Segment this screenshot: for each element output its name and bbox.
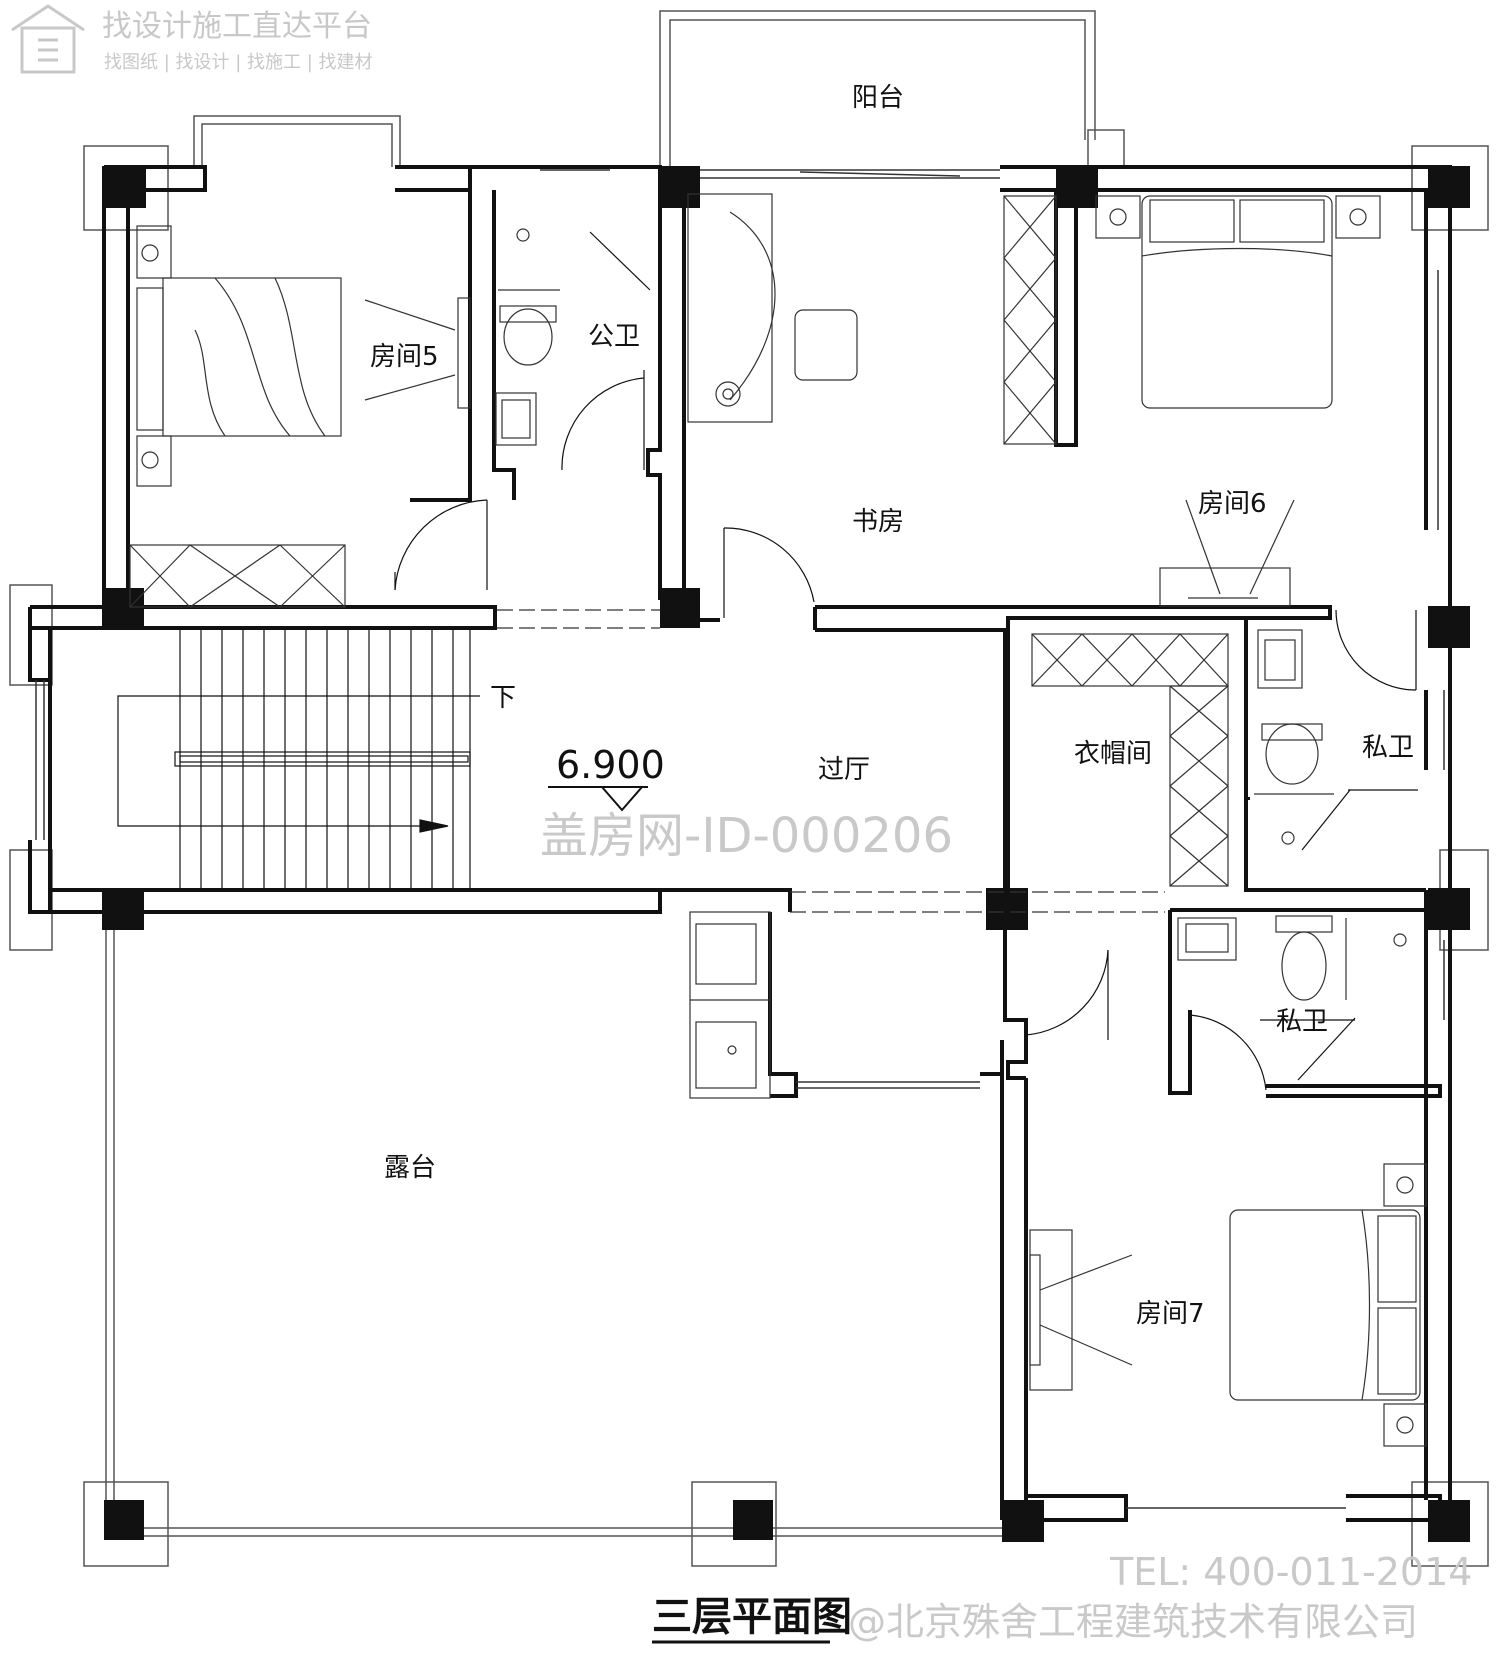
elevation-value: 6.900 [556,743,665,787]
elevation-marker [548,786,648,812]
staircase [117,630,480,888]
opening-lines [497,609,1165,913]
label-room6: 房间6 [1198,489,1267,519]
label-hall: 过厅 [818,755,870,785]
sink-icon [495,392,537,446]
bed-icon [136,277,342,437]
terrace-railing [105,922,1004,1537]
private-bath-1-fixtures [1254,629,1334,845]
brand-sub-links: 找图纸 | 找设计 | 找施工 | 找建材 [104,52,373,73]
door-swings [394,231,1418,1091]
drawing-title: 三层平面图 [652,1594,852,1640]
label-room7: 房间7 [1136,1299,1205,1329]
label-room5: 房间5 [370,342,439,372]
label-terrace: 露台 [384,1153,436,1183]
id-watermark: 盖房网-ID-000206 [540,808,953,864]
brand-watermark: 找设计施工直达平台 找图纸 | 找设计 | 找施工 | 找建材 [11,4,373,74]
room6-furniture [1003,195,1381,607]
room7-furniture [1029,1163,1427,1447]
shower-icon [1281,831,1295,845]
door-swing-icon [394,499,488,591]
house-logo-icon [11,4,85,74]
wardrobe-icon [1003,195,1057,445]
toilet-icon [499,305,557,366]
study-furniture [687,193,858,423]
label-public-bath: 公卫 [588,322,640,352]
structural-columns [102,166,1470,1542]
shower-icon [1393,933,1407,947]
shower-icon [516,228,530,242]
company-watermark: @北京殊舍工程建筑技术有限公司 [848,1600,1418,1644]
wardrobe-icon [129,544,346,608]
label-balcony: 阳台 [852,83,904,113]
toilet-icon [1275,915,1333,1001]
toilet-icon [1261,723,1323,785]
stair-arrow-icon [419,819,449,833]
label-study: 书房 [852,507,904,537]
public-bath-fixtures [495,228,560,446]
stairs-down-label: 下 [490,683,516,713]
phone-watermark: TEL: 400-011-2014 [1109,1550,1472,1594]
room5-bay-window [193,115,401,167]
bed-icon [1229,1209,1421,1401]
cloakroom-wardrobes [1031,633,1229,887]
windows [35,169,1445,1509]
private-bath-2-fixtures [1177,915,1407,1001]
brand-slogan: 找设计施工直达平台 [102,9,372,44]
label-private-bath-2: 私卫 [1276,1007,1328,1037]
bed-icon [1141,195,1333,409]
kitchenette-fixtures [689,911,771,1099]
label-cloakroom: 衣帽间 [1074,739,1152,769]
balcony-outline [659,10,1125,169]
room5-furniture [129,225,471,608]
label-private-bath-1: 私卫 [1362,733,1414,763]
